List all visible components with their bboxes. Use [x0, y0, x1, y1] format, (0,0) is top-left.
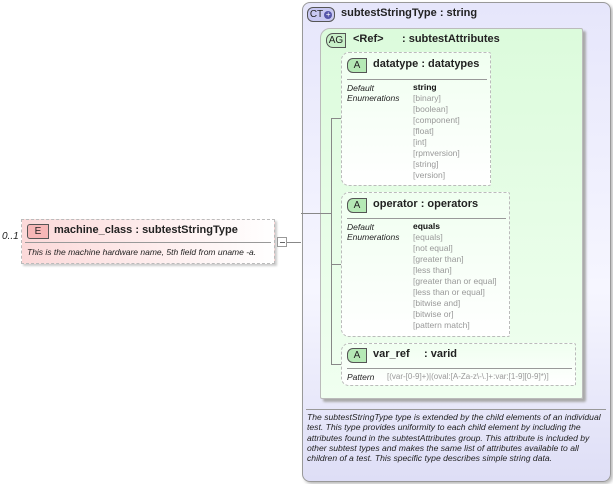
enum-value: [greater than]	[413, 254, 464, 264]
enum-value: [less than]	[413, 265, 452, 275]
attribute-group-ref: <Ref>	[353, 33, 384, 45]
attribute-type: : varid	[424, 348, 458, 360]
attribute-name: datatype	[373, 58, 419, 70]
enum-value: [binary]	[413, 93, 441, 103]
enum-value: [greater than or equal]	[413, 276, 497, 286]
enumerations-label: Enumerations	[347, 232, 400, 242]
collapse-toggle[interactable]	[277, 237, 287, 247]
attribute-operator[interactable]: A operator : operators Default Enumerati…	[341, 192, 510, 337]
complex-type-base: : string	[439, 7, 478, 19]
attribute-badge: A	[347, 348, 367, 363]
enum-value: [component]	[413, 115, 460, 125]
pattern-label: Pattern	[347, 372, 375, 382]
enum-value: [bitwise or]	[413, 309, 454, 319]
enum-value: [not equal]	[413, 243, 453, 253]
attribute-group-badge: AG	[326, 33, 346, 48]
attribute-group-name: : subtestAttributes	[402, 33, 500, 45]
attribute-badge: A	[347, 58, 367, 73]
element-type: : subtestStringType	[135, 224, 238, 236]
enum-value: [rpmversion]	[413, 148, 460, 158]
enumerations-label: Enumerations	[347, 93, 400, 103]
complex-type-name: subtestStringType	[341, 7, 437, 19]
attribute-badge: A	[347, 198, 367, 213]
enum-value: [boolean]	[413, 104, 448, 114]
attribute-name: var_ref	[373, 348, 410, 360]
attribute-type: : operators	[420, 198, 479, 210]
default-value: equals	[413, 221, 440, 231]
enum-value: [less than or equal]	[413, 287, 485, 297]
default-value: string	[413, 82, 437, 92]
occurrence-label: 0..1	[2, 231, 19, 242]
default-label: Default	[347, 83, 374, 93]
attribute-type: : datatypes	[421, 58, 480, 70]
attribute-datatype[interactable]: A datatype : datatypes Default Enumerati…	[341, 52, 491, 186]
enum-value: [bitwise and]	[413, 298, 461, 308]
complex-type-description: The subtestStringType type is extended b…	[307, 412, 601, 464]
pattern-value: [(var-[0-9]+)|(oval:[A-Za-z\-\.]+:var:[1…	[387, 372, 549, 381]
enum-value: [string]	[413, 159, 439, 169]
enum-value: [float]	[413, 126, 434, 136]
element-name: machine_class	[54, 224, 133, 236]
element-machine-class[interactable]: E machine_class : subtestStringType This…	[21, 219, 275, 264]
element-description: This is the machine hardware name, 5th f…	[27, 247, 257, 257]
enum-value: [pattern match]	[413, 320, 470, 330]
enum-value: [version]	[413, 170, 446, 180]
enum-value: [int]	[413, 137, 427, 147]
attribute-var-ref[interactable]: A var_ref : varid Pattern [(var-[0-9]+)|…	[341, 343, 576, 386]
complex-type-badge: CT+	[307, 7, 335, 22]
attribute-name: operator	[373, 198, 418, 210]
plus-icon: +	[324, 10, 333, 19]
element-badge: E	[27, 224, 49, 239]
enum-value: [equals]	[413, 232, 443, 242]
default-label: Default	[347, 222, 374, 232]
